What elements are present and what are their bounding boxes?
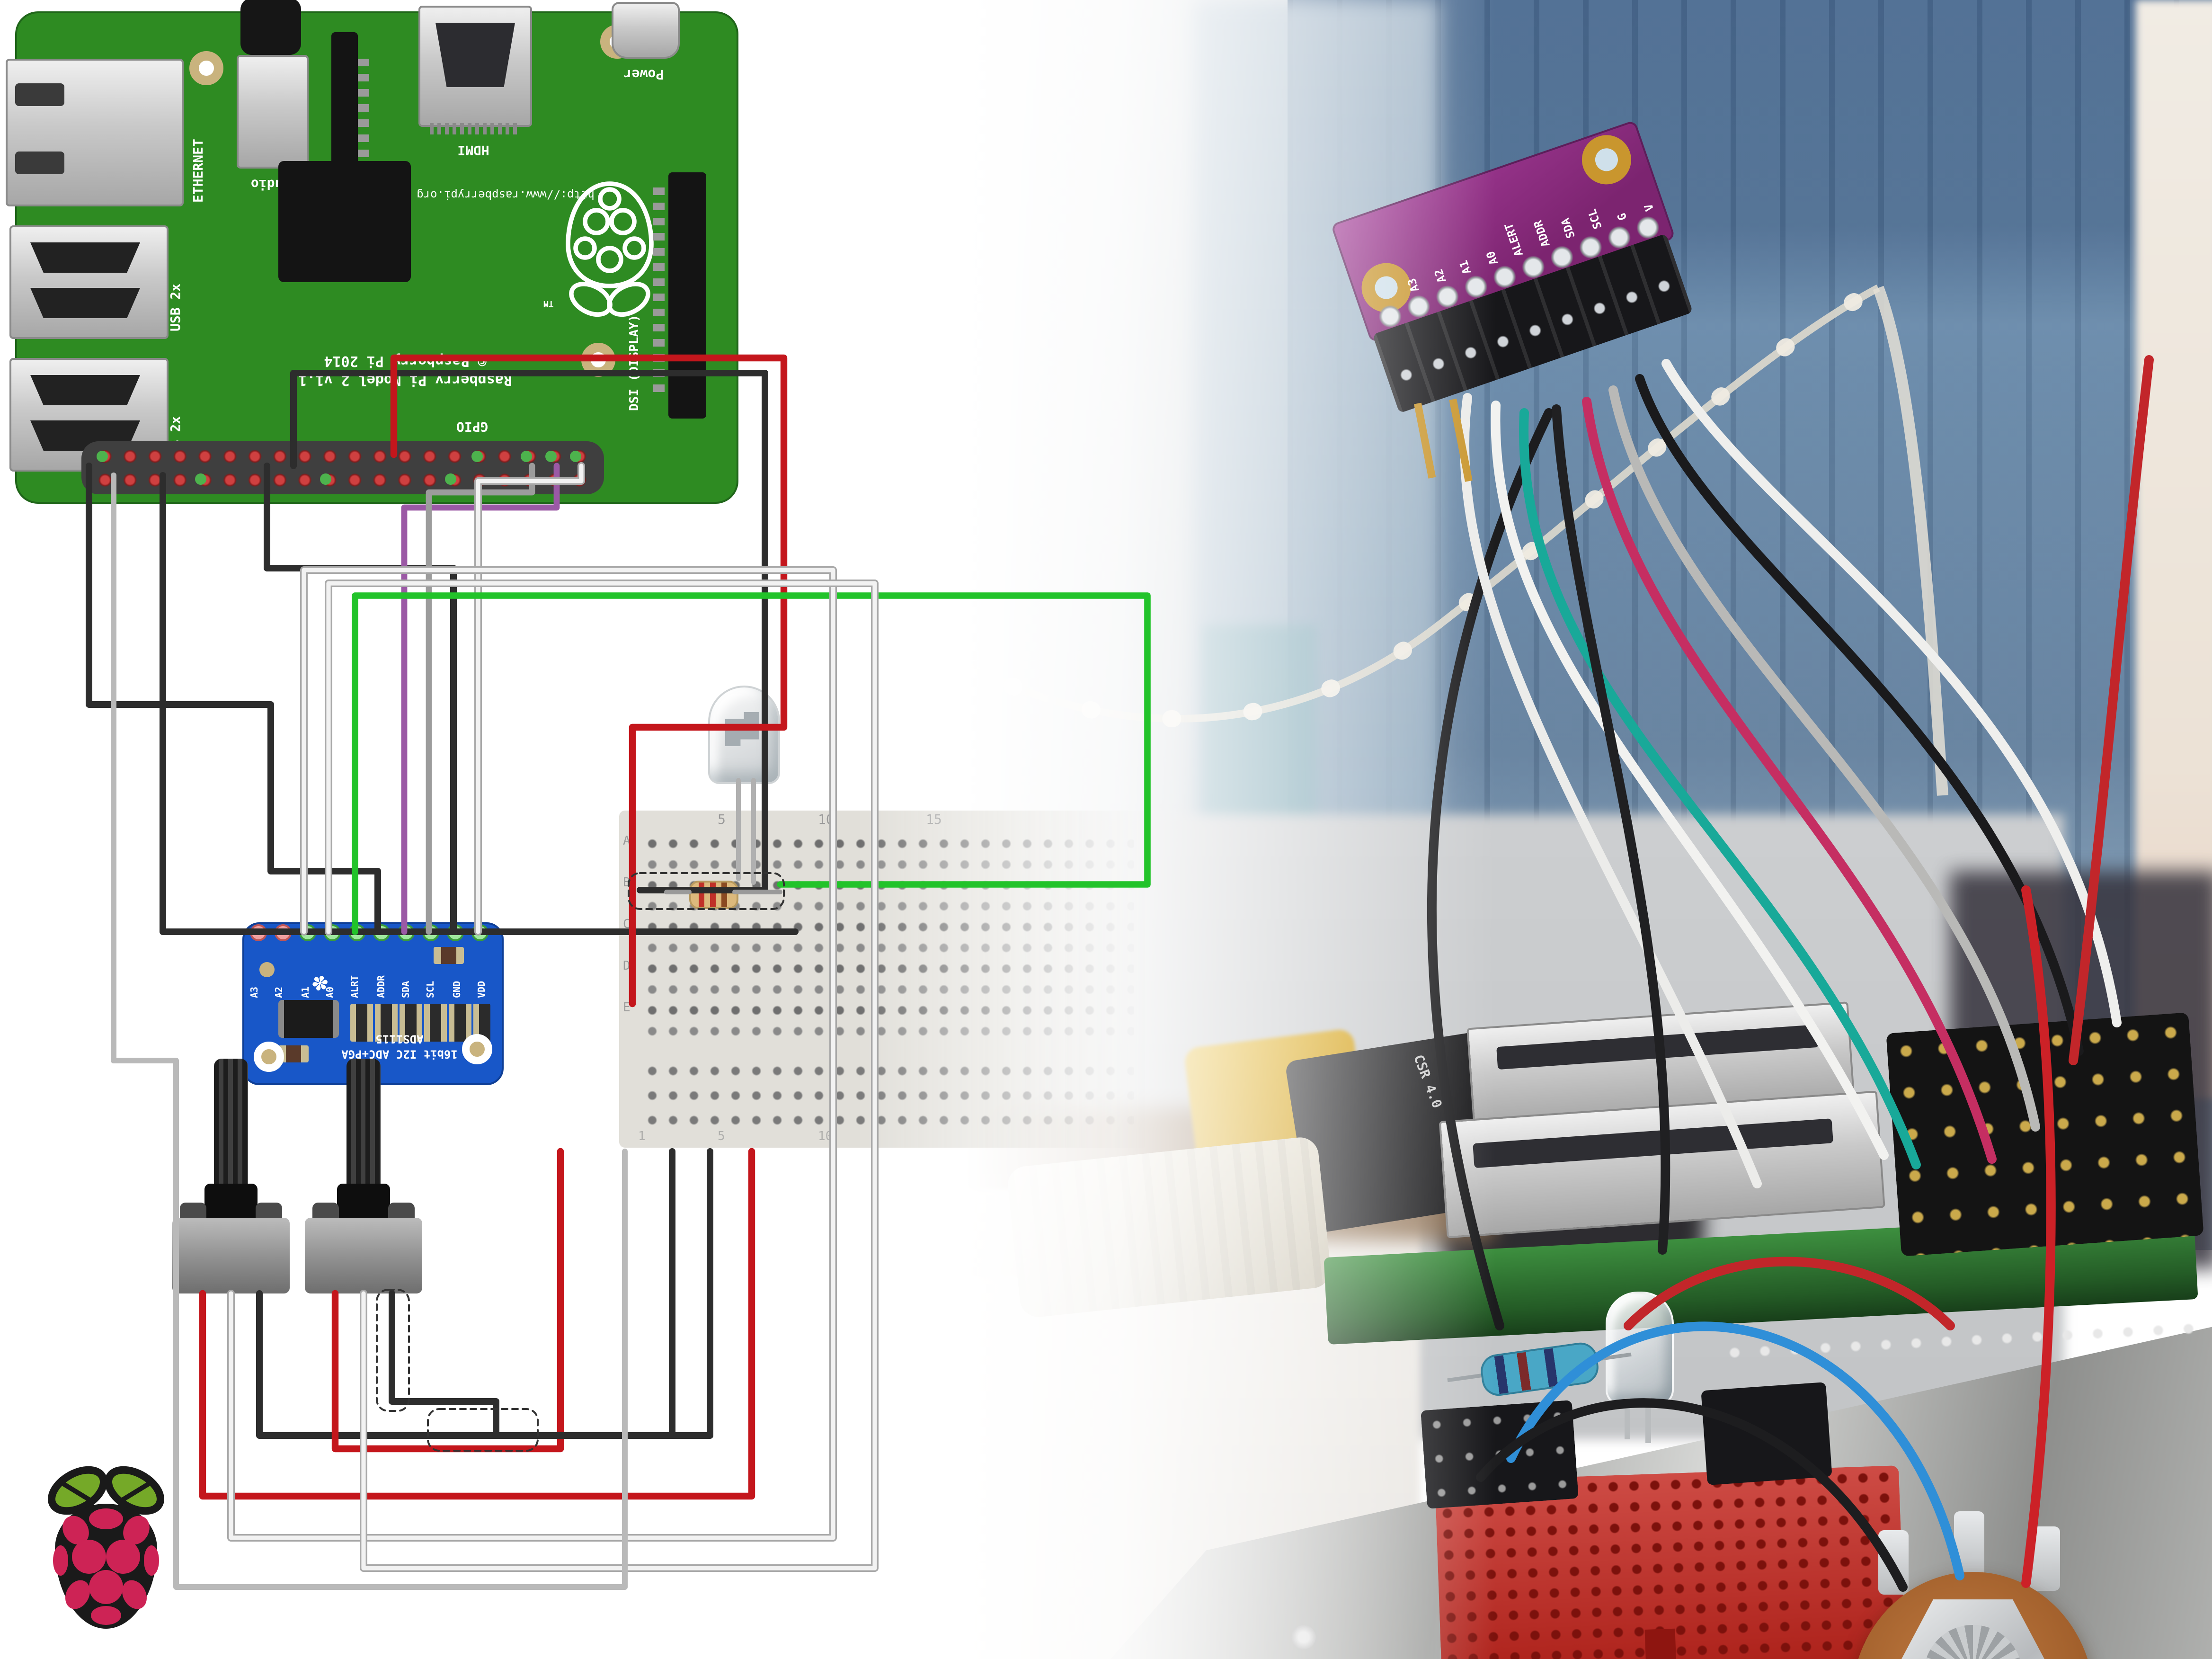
photo-wire-red-arc xyxy=(2021,885,2056,1588)
soc-chip xyxy=(278,161,411,282)
selection-dashed-3 xyxy=(427,1408,539,1452)
ethernet-port xyxy=(6,59,184,206)
power-port xyxy=(612,2,680,59)
wire-white-a0-outer xyxy=(325,580,879,1572)
ethernet-clip-2 xyxy=(15,152,64,174)
photo-wire-blue-arc xyxy=(1506,1321,1964,1580)
wire-white-vdd xyxy=(476,464,584,934)
diagram-breadboard: 5 10 15 A B C D E 1 5 10 xyxy=(619,811,1149,1148)
logo-leaves xyxy=(48,1466,164,1515)
potentiometer-2 xyxy=(305,1059,422,1297)
bb-row-e: E xyxy=(623,1000,631,1015)
usb-port-1 xyxy=(9,225,169,339)
pot1-collar xyxy=(204,1184,258,1222)
photo-wire-gray xyxy=(1608,385,2040,1132)
wire-black-row-c xyxy=(160,472,799,935)
wire-red-pot1 xyxy=(199,1148,755,1500)
photo-wire-black-2 xyxy=(1552,404,1670,1255)
adc-ic-chip xyxy=(278,1000,339,1038)
adc-smd-single-2 xyxy=(434,947,464,964)
adc-smd-row xyxy=(350,1004,490,1042)
wire-black-gnd-1 xyxy=(86,463,381,935)
wire-black-right-loop xyxy=(290,370,768,893)
audio-body xyxy=(237,55,309,169)
wire-gray-loop xyxy=(111,473,628,1590)
raspberry-pi-logo xyxy=(48,1466,164,1629)
bb-row-c: C xyxy=(623,917,631,932)
bb-row-d: D xyxy=(623,958,631,973)
logo-berry xyxy=(53,1504,159,1629)
bb-col-5: 5 xyxy=(718,812,726,828)
pi-logo-outline xyxy=(566,181,654,317)
dsi-pads xyxy=(653,187,665,400)
hdmi-opening xyxy=(435,23,515,87)
photo-wire-teal xyxy=(1519,408,1921,1169)
gpio-pin-green-6 xyxy=(195,473,206,485)
photo-wire-black-arc xyxy=(1476,1398,1908,1592)
dsi-connector xyxy=(668,172,706,419)
cord-drop xyxy=(1873,285,1948,796)
usb2-slot1 xyxy=(30,375,140,405)
photo-led-leg-1 xyxy=(1625,1398,1629,1439)
gpio-pin-green-1 xyxy=(97,451,108,462)
pot2-collar xyxy=(337,1184,390,1222)
usb1-slot1 xyxy=(30,242,140,273)
gpio-pin-green-7 xyxy=(320,473,331,485)
bb-row-a: A xyxy=(623,833,631,848)
photo-wire-red-gpio xyxy=(2069,355,2154,1065)
wire-green-alert xyxy=(352,592,1151,935)
selection-dashed-2 xyxy=(376,1289,410,1412)
adc-hole-small xyxy=(259,962,275,977)
pot1-shaft xyxy=(214,1059,248,1195)
gpio-pin-green-8 xyxy=(445,473,456,485)
adc-board: A3 A2 A1 A0 ALRT ADDR SDA SCL GND VDD ✽ … xyxy=(242,922,504,1085)
bb-col-15: 15 xyxy=(926,812,942,828)
pot2-shaft xyxy=(346,1059,381,1195)
gpio-pin-green-2 xyxy=(471,451,483,462)
wire-black-pot1 xyxy=(256,1148,675,1439)
wire-black-gnd-2 xyxy=(264,463,457,935)
bb-bottom-1: 1 xyxy=(638,1129,646,1144)
pot1-body xyxy=(172,1218,290,1293)
ethernet-clip-1 xyxy=(15,83,64,106)
pi-hole-1 xyxy=(189,51,223,85)
photo-wire-red-short xyxy=(1624,1257,1955,1330)
wire-white-a0 xyxy=(326,581,877,1570)
photo-led-leg-2 xyxy=(1645,1398,1650,1443)
pi-board: ETHERNET USB 2x USB 2x Audio CSI (CAMERA… xyxy=(6,0,738,504)
gpio-pin-green-5 xyxy=(570,451,581,462)
hdmi-port xyxy=(418,6,532,127)
logo-leaf-r xyxy=(569,281,613,317)
wire-red-pot2 xyxy=(331,1148,564,1453)
potentiometer-1 xyxy=(172,1059,290,1297)
usb1-slot2 xyxy=(30,288,140,318)
wire-white-a1-outer xyxy=(227,566,837,1542)
wire-white-vdd-outer xyxy=(474,462,585,936)
wire-black-pot2 xyxy=(389,1148,713,1439)
gpio-pin-green-3 xyxy=(521,451,532,462)
bb-row-b: B xyxy=(623,875,631,890)
hdmi-pins xyxy=(430,123,517,134)
photo-potentiometer: B50K xyxy=(1852,1496,2098,1659)
photo-wire-pink xyxy=(1582,397,1997,1164)
logo-berry xyxy=(566,181,654,288)
photo-wire-white-3 xyxy=(1661,359,2122,1027)
pot2-body xyxy=(305,1218,422,1293)
selection-dashed-1 xyxy=(628,872,785,910)
audio-jack xyxy=(240,0,301,55)
gpio-pin-green-4 xyxy=(545,451,557,462)
photo-wire-white-2 xyxy=(1491,401,1889,1160)
wire-red-main xyxy=(390,354,788,1008)
bb-holes-bank2 xyxy=(642,1061,1134,1136)
bb-bottom-5: 5 xyxy=(718,1129,725,1144)
wire-white-a1 xyxy=(229,568,835,1540)
